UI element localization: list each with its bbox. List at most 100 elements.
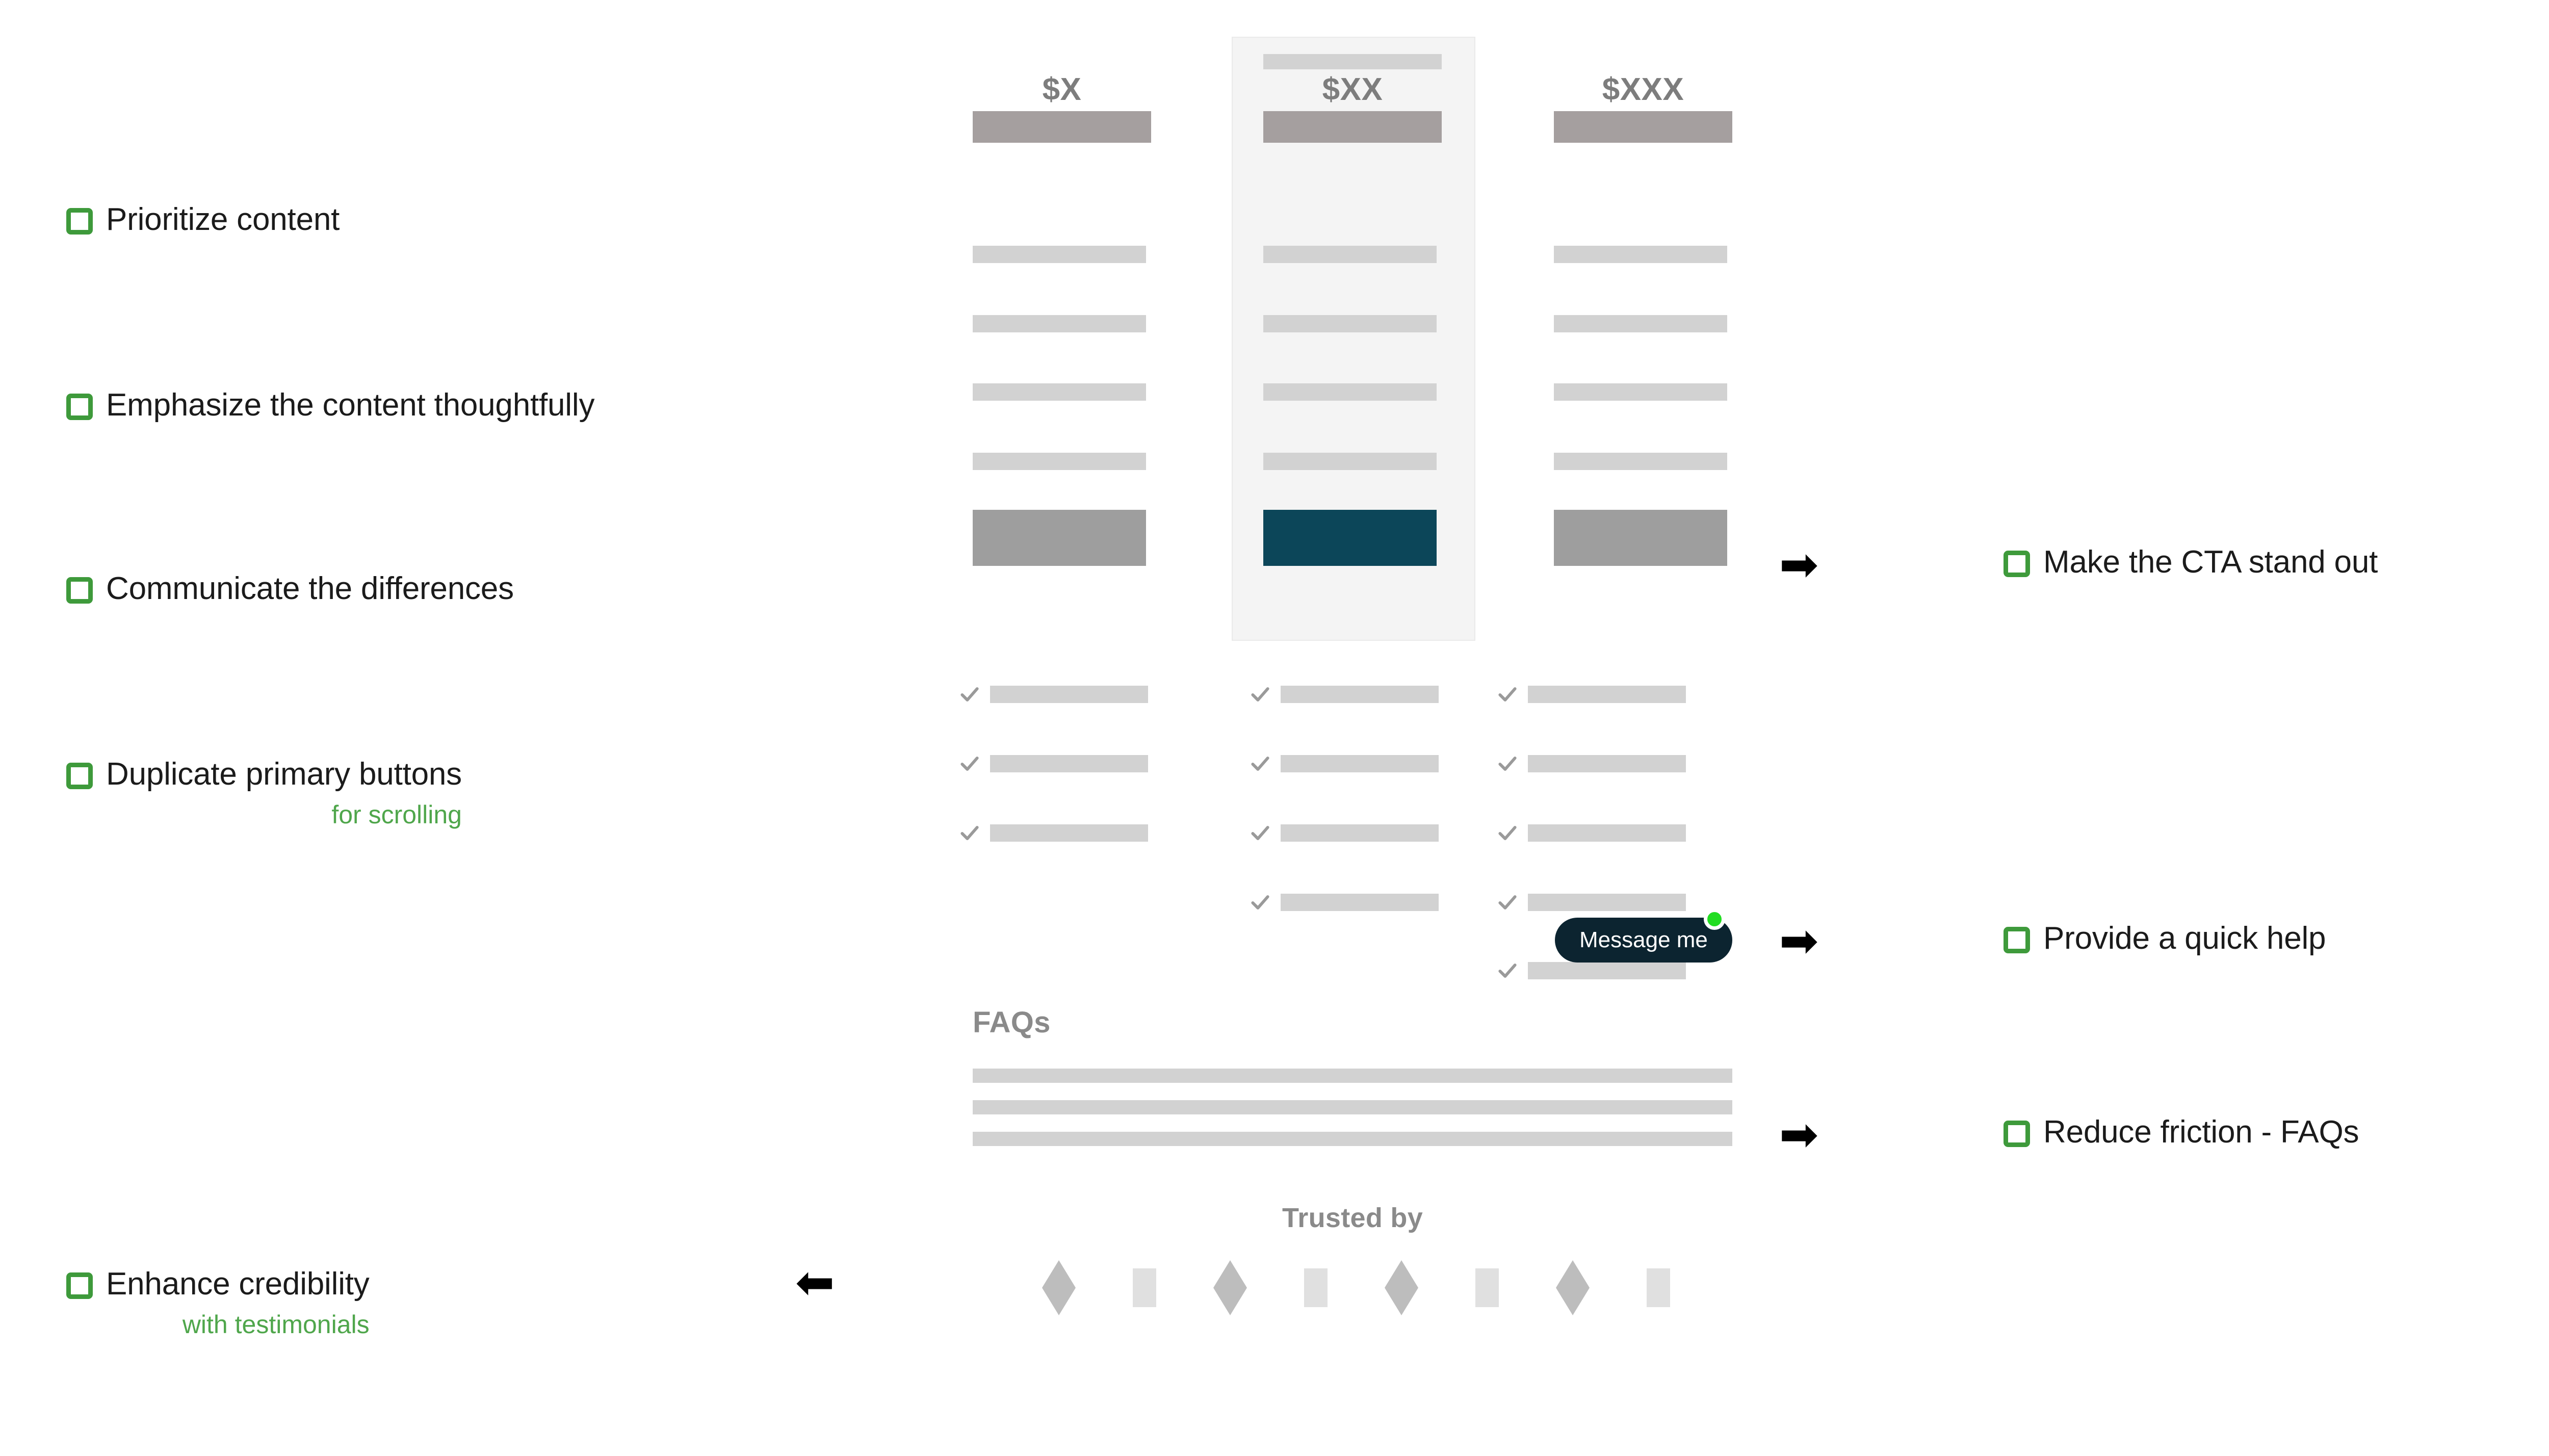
feature-label-placeholder	[990, 686, 1148, 703]
feature-label-placeholder	[1528, 962, 1686, 979]
feature-row	[1496, 891, 1686, 914]
faq-item-placeholder[interactable]	[973, 1132, 1732, 1146]
plan-cta-button-2-primary[interactable]	[1263, 510, 1437, 566]
feature-label-placeholder	[1281, 686, 1439, 703]
annotation-emphasize-content[interactable]: Emphasize the content thoughtfully	[66, 388, 594, 423]
checkbox-provide-quick-help[interactable]	[2004, 927, 2030, 953]
plan-desc-line	[1263, 246, 1437, 263]
message-me-button[interactable]: Message me	[1555, 918, 1732, 963]
annotation-text-wrap: Emphasize the content thoughtfully	[106, 388, 594, 423]
annotation-text-wrap: Duplicate primary buttons for scrolling	[106, 757, 462, 832]
feature-row	[1249, 891, 1439, 914]
plan-desc-line	[973, 453, 1146, 470]
checkbox-duplicate-primary-buttons[interactable]	[66, 763, 93, 789]
annotation-sublabel: with testimonials	[182, 1310, 370, 1339]
plan-desc-line	[1554, 246, 1727, 263]
plan-desc-line	[1263, 453, 1437, 470]
feature-label-placeholder	[1281, 755, 1439, 772]
annotation-text-wrap: Communicate the differences	[106, 571, 514, 606]
annotation-label: Make the CTA stand out	[2043, 544, 2378, 580]
plan-desc-line	[1263, 315, 1437, 332]
check-icon	[1498, 826, 1517, 840]
feature-row	[1249, 752, 1439, 775]
client-logo-rect-icon	[1475, 1268, 1499, 1307]
client-logo-diamond-icon	[1213, 1260, 1247, 1315]
feature-label-placeholder	[1528, 824, 1686, 842]
annotation-text-wrap: Prioritize content	[106, 202, 340, 237]
feature-row	[1496, 683, 1686, 706]
annotation-label: Provide a quick help	[2043, 921, 2326, 956]
client-logo-rect-icon	[1133, 1268, 1156, 1307]
annotation-duplicate-primary-buttons[interactable]: Duplicate primary buttons for scrolling	[66, 757, 462, 832]
plan-desc-line	[973, 383, 1146, 401]
checkbox-communicate-differences[interactable]	[66, 577, 93, 604]
plan-price-2: $XX	[1322, 72, 1383, 107]
feature-row	[958, 822, 1148, 844]
plan-desc-line	[973, 315, 1146, 332]
checkbox-enhance-credibility[interactable]	[66, 1272, 93, 1299]
check-icon	[960, 826, 979, 840]
check-icon	[1251, 757, 1269, 771]
check-icon	[1498, 895, 1517, 909]
annotation-text-wrap: Reduce friction - FAQs	[2043, 1115, 2359, 1150]
trusted-by-logo-row	[958, 1260, 1754, 1315]
faq-item-placeholder[interactable]	[973, 1100, 1732, 1114]
annotation-text-wrap: Make the CTA stand out	[2043, 545, 2378, 580]
plan-title-bar-1	[973, 111, 1151, 143]
arrow-right-icon-cta: ➡	[1779, 537, 1819, 592]
checkbox-emphasize-content[interactable]	[66, 394, 93, 420]
plan-desc-line	[1263, 383, 1437, 401]
plan-desc-line	[1554, 453, 1727, 470]
annotation-communicate-differences[interactable]: Communicate the differences	[66, 571, 514, 606]
client-logo-diamond-icon	[1385, 1260, 1418, 1315]
check-icon	[1498, 964, 1517, 978]
arrow-right-icon-help: ➡	[1779, 914, 1819, 968]
feature-row	[1496, 752, 1686, 775]
client-logo-rect-icon	[1647, 1268, 1670, 1307]
trusted-by-title: Trusted by	[1282, 1203, 1423, 1233]
plan-price-1: $X	[1042, 72, 1082, 107]
feature-label-placeholder	[990, 755, 1148, 772]
checkbox-reduce-friction-faqs[interactable]	[2004, 1121, 2030, 1147]
annotation-enhance-credibility[interactable]: Enhance credibility with testimonials	[66, 1267, 370, 1342]
annotation-sublabel: for scrolling	[331, 800, 462, 829]
check-icon	[960, 757, 979, 771]
faq-section-title: FAQs	[973, 1006, 1051, 1039]
check-icon	[1251, 826, 1269, 840]
plan-desc-line	[973, 246, 1146, 263]
online-status-dot-icon	[1704, 908, 1725, 930]
checkbox-make-cta-stand-out[interactable]	[2004, 551, 2030, 577]
plan-cta-button-3[interactable]	[1554, 510, 1727, 566]
feature-row	[1496, 822, 1686, 844]
pricing-page-mock: $X $XX $XXX	[958, 0, 1754, 1407]
arrow-right-icon-faq: ➡	[1779, 1107, 1819, 1162]
arrow-left-icon: ⬅	[795, 1255, 835, 1310]
feature-row	[958, 752, 1148, 775]
client-logo-rect-icon	[1304, 1268, 1328, 1307]
plan-title-bar-2	[1263, 111, 1442, 143]
plan-desc-line	[1554, 383, 1727, 401]
annotation-provide-quick-help[interactable]: Provide a quick help	[2004, 921, 2326, 956]
plan-cta-button-1[interactable]	[973, 510, 1146, 566]
annotation-reduce-friction-faqs[interactable]: Reduce friction - FAQs	[2004, 1115, 2359, 1150]
check-icon	[960, 687, 979, 701]
annotation-label: Enhance credibility	[106, 1266, 370, 1302]
feature-row	[1249, 683, 1439, 706]
plan-title-bar-3	[1554, 111, 1732, 143]
annotation-label: Prioritize content	[106, 202, 340, 237]
feature-label-placeholder	[1528, 894, 1686, 911]
faq-item-placeholder[interactable]	[973, 1069, 1732, 1083]
annotation-text-wrap: Provide a quick help	[2043, 921, 2326, 956]
annotation-prioritize-content[interactable]: Prioritize content	[66, 202, 340, 237]
annotation-make-cta-stand-out[interactable]: Make the CTA stand out	[2004, 545, 2378, 580]
check-icon	[1251, 895, 1269, 909]
feature-row	[1496, 959, 1686, 982]
feature-label-placeholder	[990, 824, 1148, 842]
annotation-label: Communicate the differences	[106, 571, 514, 606]
feature-label-placeholder	[1281, 894, 1439, 911]
check-icon	[1251, 687, 1269, 701]
checkbox-prioritize-content[interactable]	[66, 208, 93, 235]
plan-price-3: $XXX	[1602, 72, 1684, 107]
check-icon	[1498, 687, 1517, 701]
